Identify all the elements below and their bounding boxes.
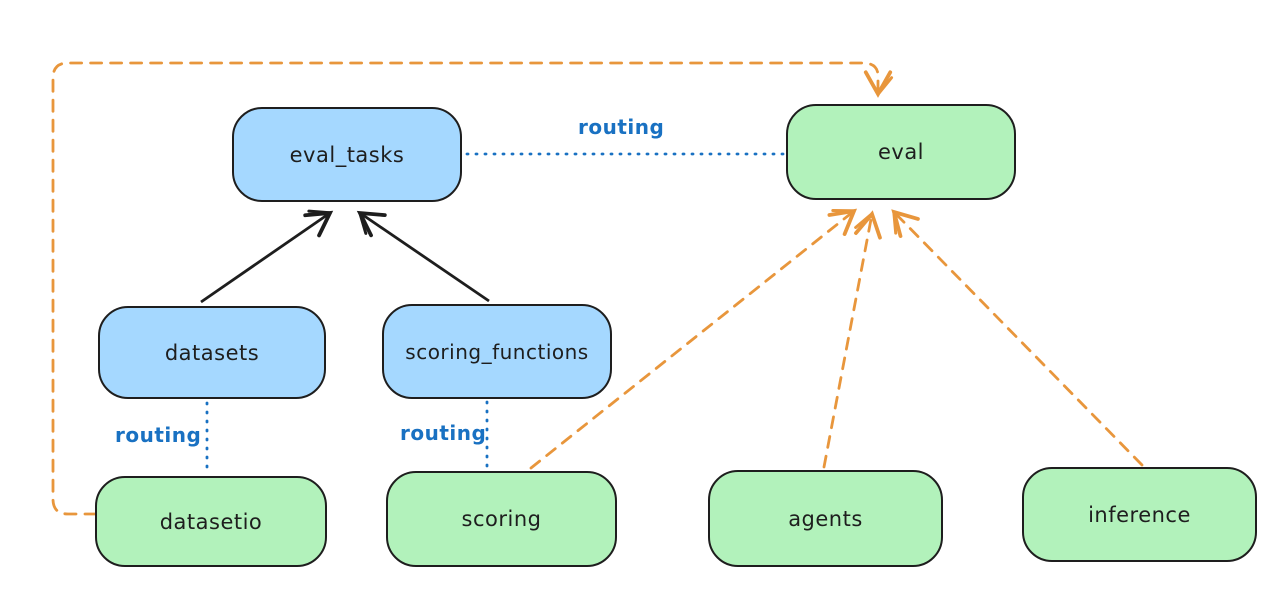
node-scoring: scoring [386, 471, 617, 567]
node-datasets: datasets [98, 306, 326, 399]
node-eval: eval [786, 104, 1016, 200]
node-datasetio: datasetio [95, 476, 327, 567]
node-scoring-functions-label: scoring_functions [405, 339, 589, 364]
node-eval-tasks: eval_tasks [232, 107, 462, 202]
node-inference: inference [1022, 467, 1257, 562]
node-agents: agents [708, 470, 943, 567]
node-eval-tasks-label: eval_tasks [289, 142, 405, 167]
edge-scoring-functions-to-eval-tasks [356, 210, 490, 303]
node-inference-label: inference [1088, 502, 1191, 527]
edge-datasets-to-eval-tasks [200, 209, 334, 304]
node-datasetio-label: datasetio [159, 509, 263, 534]
node-scoring-functions: scoring_functions [382, 304, 612, 399]
routing-label-datasets-datasetio: routing [115, 423, 202, 447]
edge-agents-to-eval [822, 210, 882, 469]
routing-label-scoring-functions-scoring: routing [400, 421, 487, 445]
edge-inference-to-eval [891, 209, 1144, 467]
node-eval-label: eval [877, 140, 925, 164]
node-scoring-label: scoring [461, 507, 542, 531]
node-agents-label: agents [788, 506, 863, 531]
node-datasets-label: datasets [164, 340, 260, 365]
routing-label-eval-tasks-eval: routing [578, 115, 665, 139]
